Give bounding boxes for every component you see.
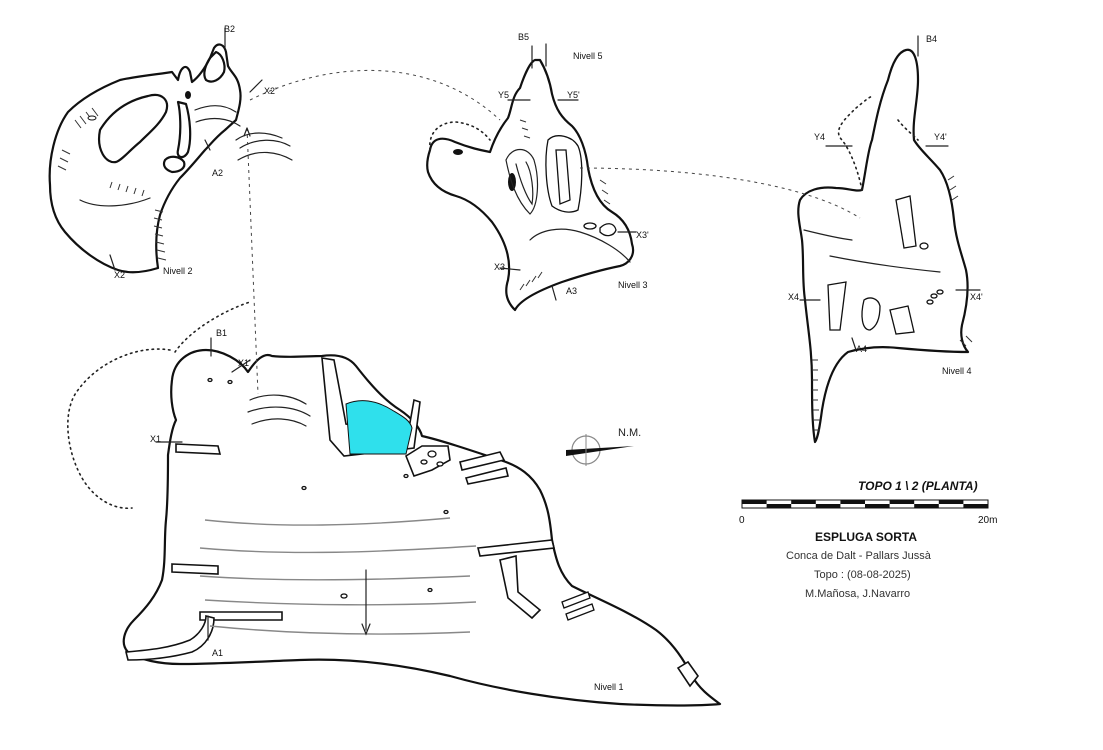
label-x1: X1 <box>150 434 161 444</box>
level-1-plan <box>67 301 722 707</box>
label-x4: X4 <box>788 292 799 302</box>
label-a3: A3 <box>566 286 577 296</box>
scale-end-label: 20m <box>978 515 998 526</box>
scale-segment <box>938 500 964 504</box>
label-y4: Y4 <box>814 132 825 142</box>
scale-segment <box>742 500 767 504</box>
label-b4: B4 <box>926 34 937 44</box>
region: Conca de Dalt - Pallars Jussà <box>786 550 931 562</box>
label-y4-prime: Y4' <box>934 132 947 142</box>
label-x3-prime: X3' <box>636 230 649 240</box>
scale-segment <box>914 504 939 508</box>
authors: M.Mañosa, J.Navarro <box>805 588 911 600</box>
level-4-name: Nivell 4 <box>942 366 972 376</box>
label-b5: B5 <box>518 32 529 42</box>
label-y5-prime: Y5' <box>567 90 580 100</box>
scale-segment <box>963 504 988 508</box>
level-connectors <box>243 69 861 395</box>
north-label: N.M. <box>618 427 641 439</box>
level-3-plan <box>426 43 637 312</box>
level-2-plan <box>48 27 293 274</box>
scale-segment <box>865 504 890 508</box>
survey-date: Topo : (08-08-2025) <box>814 569 911 581</box>
north-arrow: N.M. <box>566 427 641 466</box>
scale-segment <box>791 500 816 504</box>
label-x2: X2 <box>114 270 125 280</box>
label-x1-prime: X1' <box>238 358 251 368</box>
label-a1: A1 <box>212 648 223 658</box>
map-title: TOPO 1 \ 2 (PLANTA) <box>858 479 978 493</box>
label-x4-prime: X4' <box>970 292 983 302</box>
level-5-name: Nivell 5 <box>573 51 603 61</box>
scale-segment <box>766 504 792 508</box>
level-1-name: Nivell 1 <box>594 682 624 692</box>
label-x3: X3 <box>494 262 505 272</box>
level-4-plan <box>797 35 981 444</box>
label-b1: B1 <box>216 328 227 338</box>
label-y5: Y5 <box>498 90 509 100</box>
scale-frame <box>741 499 989 509</box>
label-x2-prime: X2' <box>264 86 277 96</box>
label-a4: A4 <box>856 344 867 354</box>
label-a2: A2 <box>212 168 223 178</box>
water-pool <box>345 400 413 455</box>
level-2-name: Nivell 2 <box>163 266 193 276</box>
label-b2: B2 <box>224 24 235 34</box>
scale-segment <box>815 504 841 508</box>
scale-segment <box>840 500 865 504</box>
scale-start-label: 0 <box>739 515 745 526</box>
scale-bar <box>741 499 989 509</box>
level-3-name: Nivell 3 <box>618 280 648 290</box>
cave-name: ESPLUGA SORTA <box>815 530 918 544</box>
scale-segment <box>889 500 915 504</box>
